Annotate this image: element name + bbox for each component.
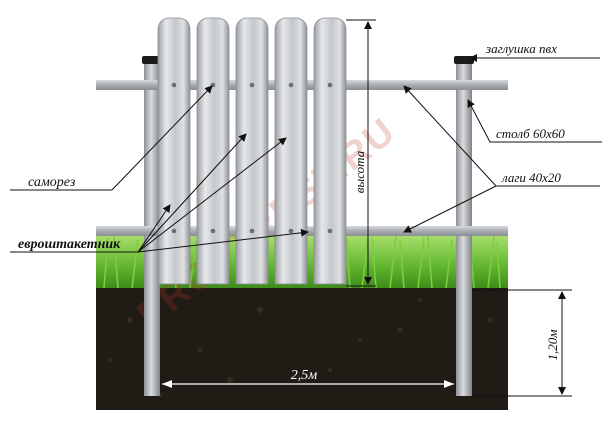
label-rails: лаги 40х20: [501, 170, 561, 185]
picket-1: [157, 17, 191, 285]
label-picket: евроштакетник: [18, 237, 121, 252]
label-span: 2,5м: [291, 368, 318, 383]
leader-lines: [10, 54, 602, 253]
label-height: высота: [352, 150, 367, 193]
picket-3: [235, 17, 269, 285]
depth-dimension: [472, 289, 572, 397]
label-screw: саморез: [28, 175, 76, 190]
label-post: столб 60х60: [496, 126, 565, 141]
label-cap: заглушка пвх: [485, 41, 557, 56]
height-dimension: [346, 19, 376, 287]
label-depth: 1,20м: [545, 329, 560, 360]
picket-5: [313, 17, 347, 285]
picket-2: [196, 17, 230, 285]
soil-ground: [96, 286, 508, 410]
grass-blades: [103, 235, 501, 289]
right-post-cap: [454, 56, 474, 64]
picket-4: [274, 17, 308, 285]
span-dimension: [162, 380, 454, 388]
pickets: [157, 17, 347, 285]
left-post-cap: [142, 56, 162, 64]
